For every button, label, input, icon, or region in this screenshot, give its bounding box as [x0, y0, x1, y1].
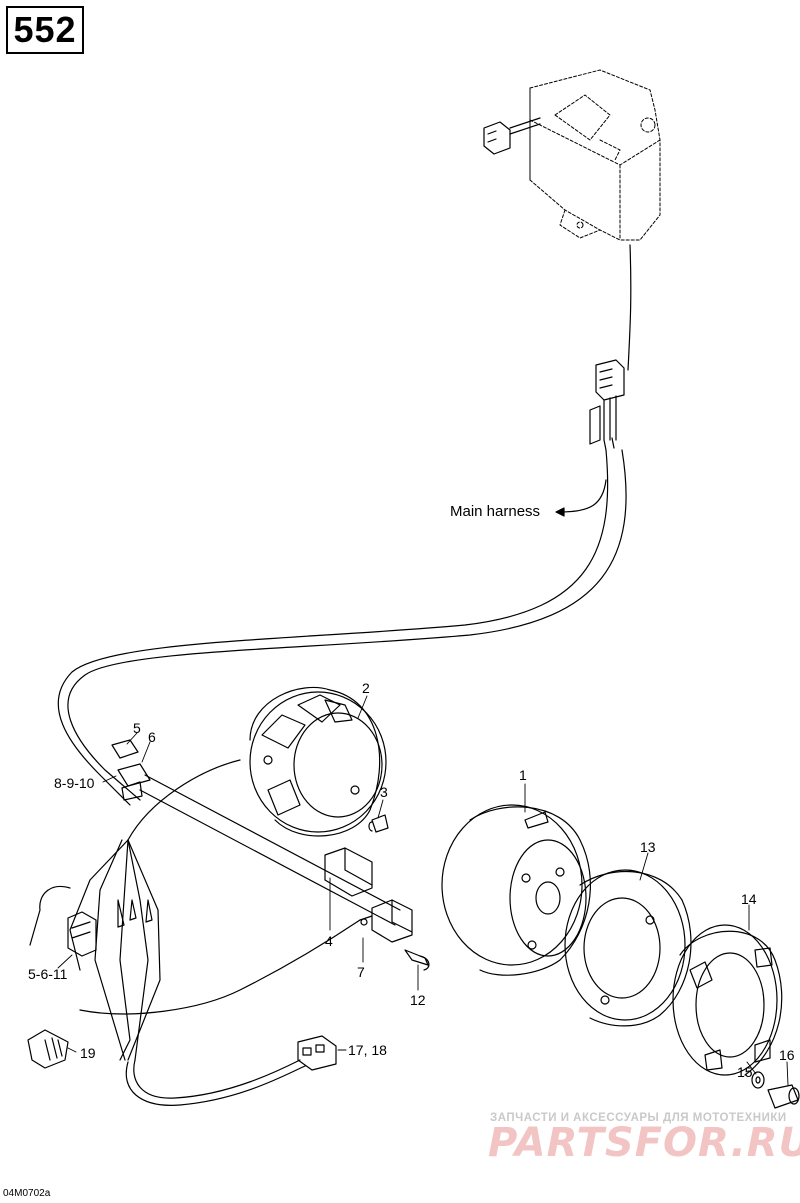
- main-harness-cable: [67, 449, 627, 801]
- ring-13: [564, 869, 692, 1027]
- stator: [249, 686, 387, 837]
- page-number: 552: [13, 9, 77, 50]
- main-harness-label: Main harness: [450, 503, 541, 520]
- watermark-logo: PARTSFOR.RU: [488, 1120, 800, 1166]
- callout-1: 1: [519, 767, 527, 783]
- leader-lines: [57, 695, 789, 1086]
- part-19: [27, 1029, 69, 1069]
- callout-6: 6: [148, 729, 156, 745]
- branch-wiring: [29, 759, 361, 1106]
- pickup-7: [359, 899, 413, 943]
- control-module: [529, 69, 661, 241]
- page-number-box: 552: [6, 6, 84, 54]
- callout-3: 3: [380, 784, 388, 800]
- callout-13: 13: [640, 839, 656, 855]
- connector-17-18: [297, 1035, 337, 1071]
- callout-5: 5: [133, 720, 141, 736]
- module-wire: [627, 244, 632, 371]
- flywheel: [441, 804, 591, 976]
- callout-4: 4: [325, 933, 333, 949]
- callout-7: 7: [357, 964, 365, 980]
- trigger-coil: [139, 774, 401, 926]
- callout-17-18: 17, 18: [348, 1042, 387, 1058]
- connector-5-6-11: [67, 911, 97, 957]
- main-harness-arrow: [559, 479, 607, 513]
- callout-12: 12: [410, 992, 426, 1008]
- screw-3: [368, 814, 389, 833]
- drawing-code: 04M0702a: [3, 1188, 51, 1199]
- module-connector: [483, 117, 541, 155]
- cover-14: [672, 924, 783, 1076]
- screw-12: [404, 949, 430, 971]
- callout-2: 2: [362, 680, 370, 696]
- wire-terminals: [117, 899, 153, 928]
- callout-19: 19: [80, 1045, 96, 1061]
- washer-15: [751, 1071, 765, 1089]
- callout-8-9-10: 8-9-10: [54, 775, 95, 791]
- callout-16: 16: [779, 1047, 795, 1063]
- main-harness-cable-inner: [57, 449, 609, 806]
- callout-15: 15: [737, 1064, 753, 1080]
- connector-5-6: [111, 739, 151, 801]
- callout-5-6-11: 5-6-11: [28, 966, 68, 982]
- watermark-tagline: ЗАПЧАСТИ И АКСЕССУАРЫ ДЛЯ МОТОТЕХНИКИ: [490, 1112, 787, 1124]
- callout-14: 14: [741, 891, 757, 907]
- bolt-16: [767, 1084, 800, 1109]
- harness-connector: [589, 359, 625, 451]
